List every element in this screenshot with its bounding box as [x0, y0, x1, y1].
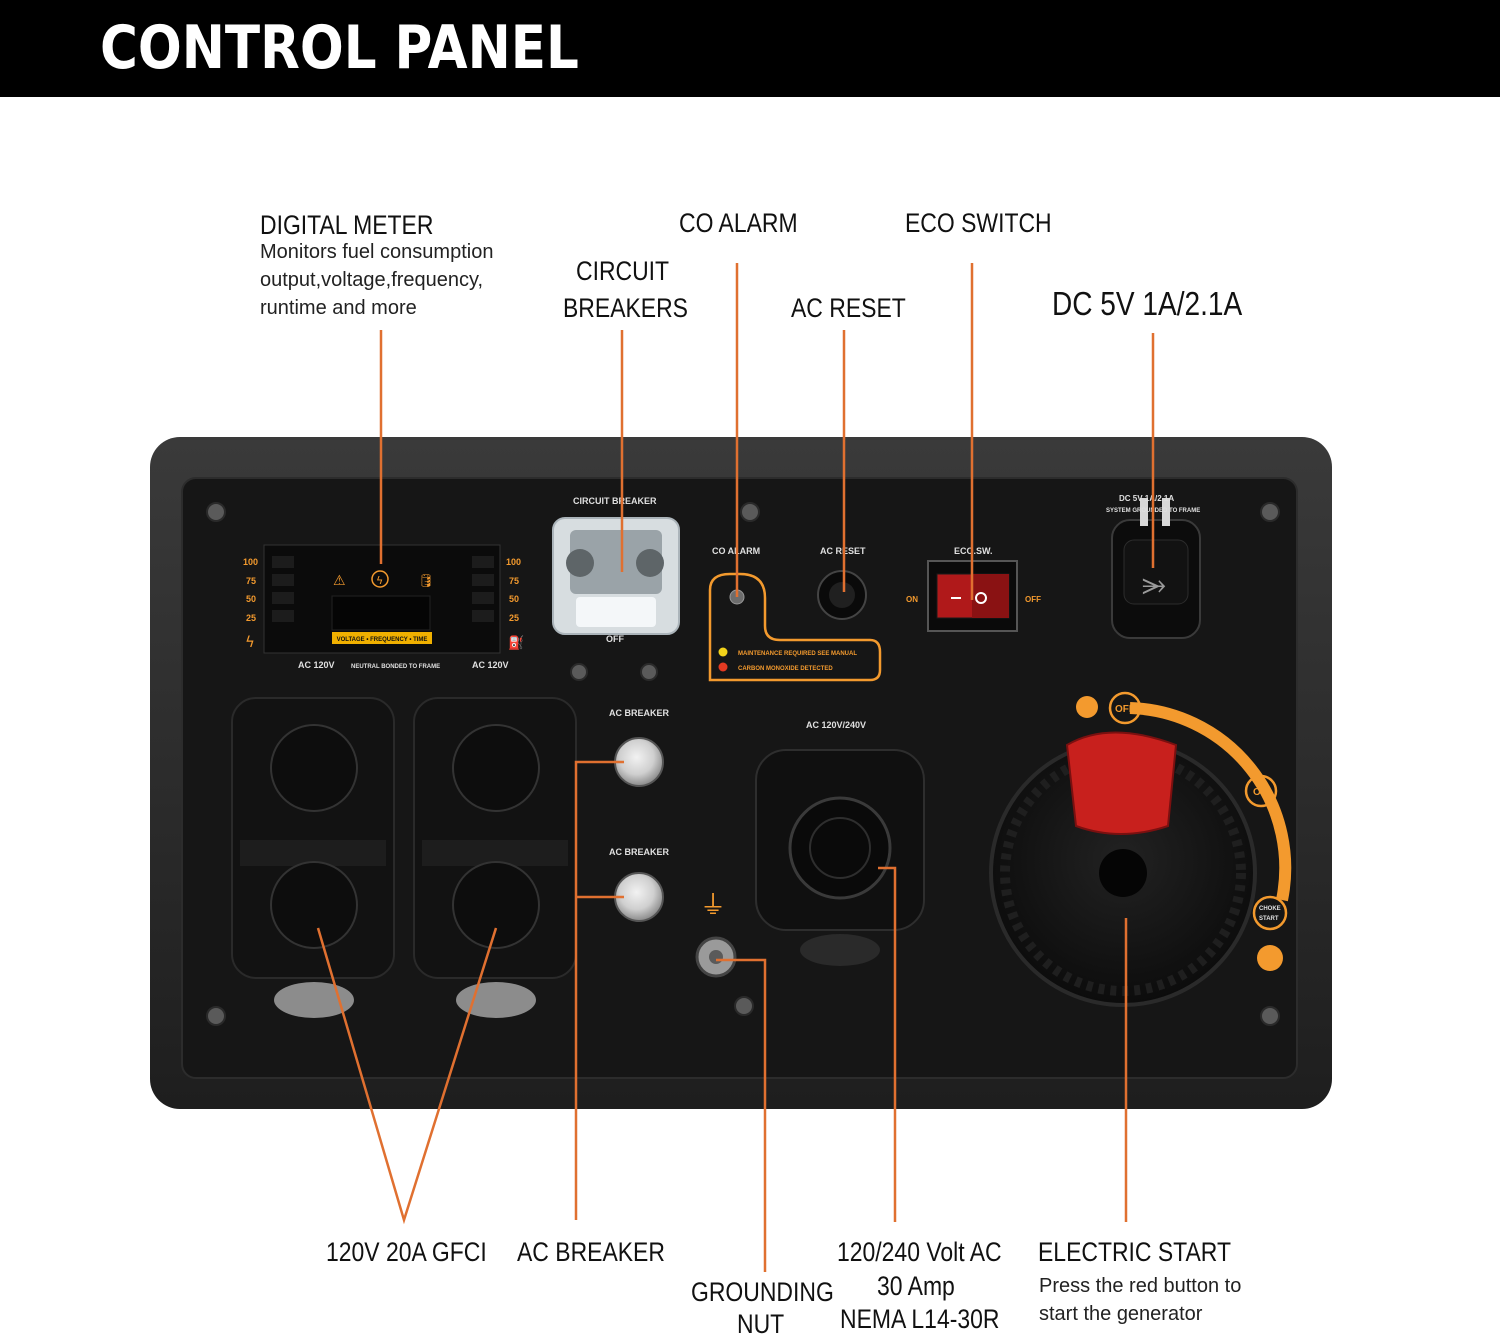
- scale-tick: 100: [506, 557, 521, 567]
- circuit-breakers-title-1: CIRCUIT: [576, 256, 670, 286]
- electric-start-desc-2: start the generator: [1039, 1303, 1203, 1325]
- digital-meter-title: DIGITAL METER: [260, 210, 434, 240]
- dial-on-label: ON: [1253, 787, 1268, 798]
- header-bar: CONTROL PANEL: [0, 0, 1500, 97]
- ac-breaker-title: AC BREAKER: [517, 1237, 665, 1267]
- usb-port: ⭃: [1111, 498, 1201, 639]
- dial-off-label: OFF: [1115, 704, 1135, 715]
- dial-off-marker: [1108, 691, 1142, 725]
- bolt-icon: ϟ: [245, 633, 255, 651]
- electric-start-title: ELECTRIC START: [1038, 1237, 1231, 1267]
- digital-meter-desc-3: runtime and more: [260, 297, 417, 319]
- dial-start-icon: [1257, 945, 1283, 971]
- dial-choke-marker: [1252, 895, 1288, 931]
- breaker-off-label: OFF: [606, 634, 624, 644]
- ac-reset-button: [817, 570, 867, 620]
- neutral-bonded-label: NEUTRAL BONDED TO FRAME: [351, 664, 440, 670]
- gfci-outlet-left: [231, 697, 395, 1018]
- scale-tick: 100: [243, 557, 258, 567]
- screw-icons: [206, 502, 1280, 1026]
- maintenance-led-icon: [718, 647, 728, 657]
- grounding-nut-title-1: GROUNDING: [691, 1277, 834, 1307]
- scale-tick: 25: [509, 613, 519, 623]
- scale-tick: 50: [246, 594, 256, 604]
- scale-tick: 75: [246, 576, 256, 586]
- twist-lock-panel-label: AC 120V/240V: [806, 720, 866, 730]
- meter-strip: [332, 632, 432, 644]
- maintenance-label: MAINTENANCE REQUIRED SEE MANUAL: [738, 651, 857, 657]
- twist-lock-line-1: 120/240 Volt AC: [837, 1237, 1002, 1267]
- ac-reset-title: AC RESET: [791, 293, 906, 323]
- gfci-title: 120V 20A GFCI: [326, 1237, 487, 1267]
- digital-meter-desc-2: output,voltage,frequency,: [260, 269, 484, 291]
- co-detected-label: CARBON MONOXIDE DETECTED: [738, 666, 833, 672]
- ground-icon: ⏚: [700, 891, 726, 921]
- twist-lock-line-3: NEMA L14-30R: [840, 1304, 1000, 1334]
- scale-tick: 25: [246, 613, 256, 623]
- ac-breaker-panel-label-2: AC BREAKER: [609, 847, 670, 857]
- leader-lines: [316, 263, 1155, 1272]
- scale-tick: 75: [509, 576, 519, 586]
- ac-breaker-panel-label-1: AC BREAKER: [609, 708, 670, 718]
- warning-icon: ⚠: [333, 573, 346, 589]
- twist-lock-outlet: [755, 749, 925, 966]
- dial-on-marker: [1244, 774, 1278, 808]
- circuit-breakers-title-2: BREAKERS: [563, 293, 689, 323]
- digital-meter: ⚠ ϟ 🛢 ϟ ⛽: [245, 544, 524, 654]
- grounding-nut-title-2: NUT: [737, 1309, 785, 1337]
- digital-meter-desc-1: Monitors fuel consumption: [260, 241, 494, 263]
- dc-usb-title: DC 5V 1A/2.1A: [1052, 285, 1243, 322]
- circuit-breaker: [552, 517, 680, 635]
- twist-lock-line-2: 30 Amp: [877, 1271, 955, 1301]
- co-detected-led-icon: [718, 662, 728, 672]
- dial-choke-label: CHOKE: [1259, 906, 1281, 912]
- fuel-icon: ⛽: [508, 635, 524, 651]
- outlet-right-label: AC 120V: [472, 660, 509, 670]
- meter-scale-right: 100 75 50 25: [506, 557, 521, 623]
- dial-fuel-icon: [1076, 696, 1098, 718]
- lightning-icon: [371, 570, 389, 588]
- eco-sw-panel-label: ECO.SW.: [954, 546, 993, 556]
- start-dial: [989, 691, 1292, 1007]
- meter-scale-left: 100 75 50 25: [243, 557, 258, 623]
- outlet-left-label: AC 120V: [298, 660, 335, 670]
- dial-start-label: START: [1259, 916, 1279, 922]
- circuit-breaker-label: CIRCUIT BREAKER: [573, 496, 657, 506]
- page-title: CONTROL PANEL: [100, 13, 579, 83]
- scale-tick: 50: [509, 594, 519, 604]
- eco-off-label: OFF: [1025, 595, 1041, 604]
- start-button: [1065, 731, 1178, 835]
- eco-on-label: ON: [906, 595, 918, 604]
- oil-can-icon: 🛢: [418, 573, 435, 589]
- gfci-outlet-right: [413, 697, 577, 1018]
- co-alarm-title: CO ALARM: [679, 208, 798, 238]
- svg-text:ϟ: ϟ: [376, 574, 383, 587]
- eco-switch-title: ECO SWITCH: [905, 208, 1052, 238]
- dc-panel-label: DC 5V 1A/2.1A: [1119, 494, 1174, 503]
- electric-start-desc-1: Press the red button to: [1039, 1275, 1242, 1297]
- usb-icon: ⭃: [1142, 567, 1166, 602]
- meter-strip-label: VOLTAGE • FREQUENCY • TIME: [337, 637, 428, 643]
